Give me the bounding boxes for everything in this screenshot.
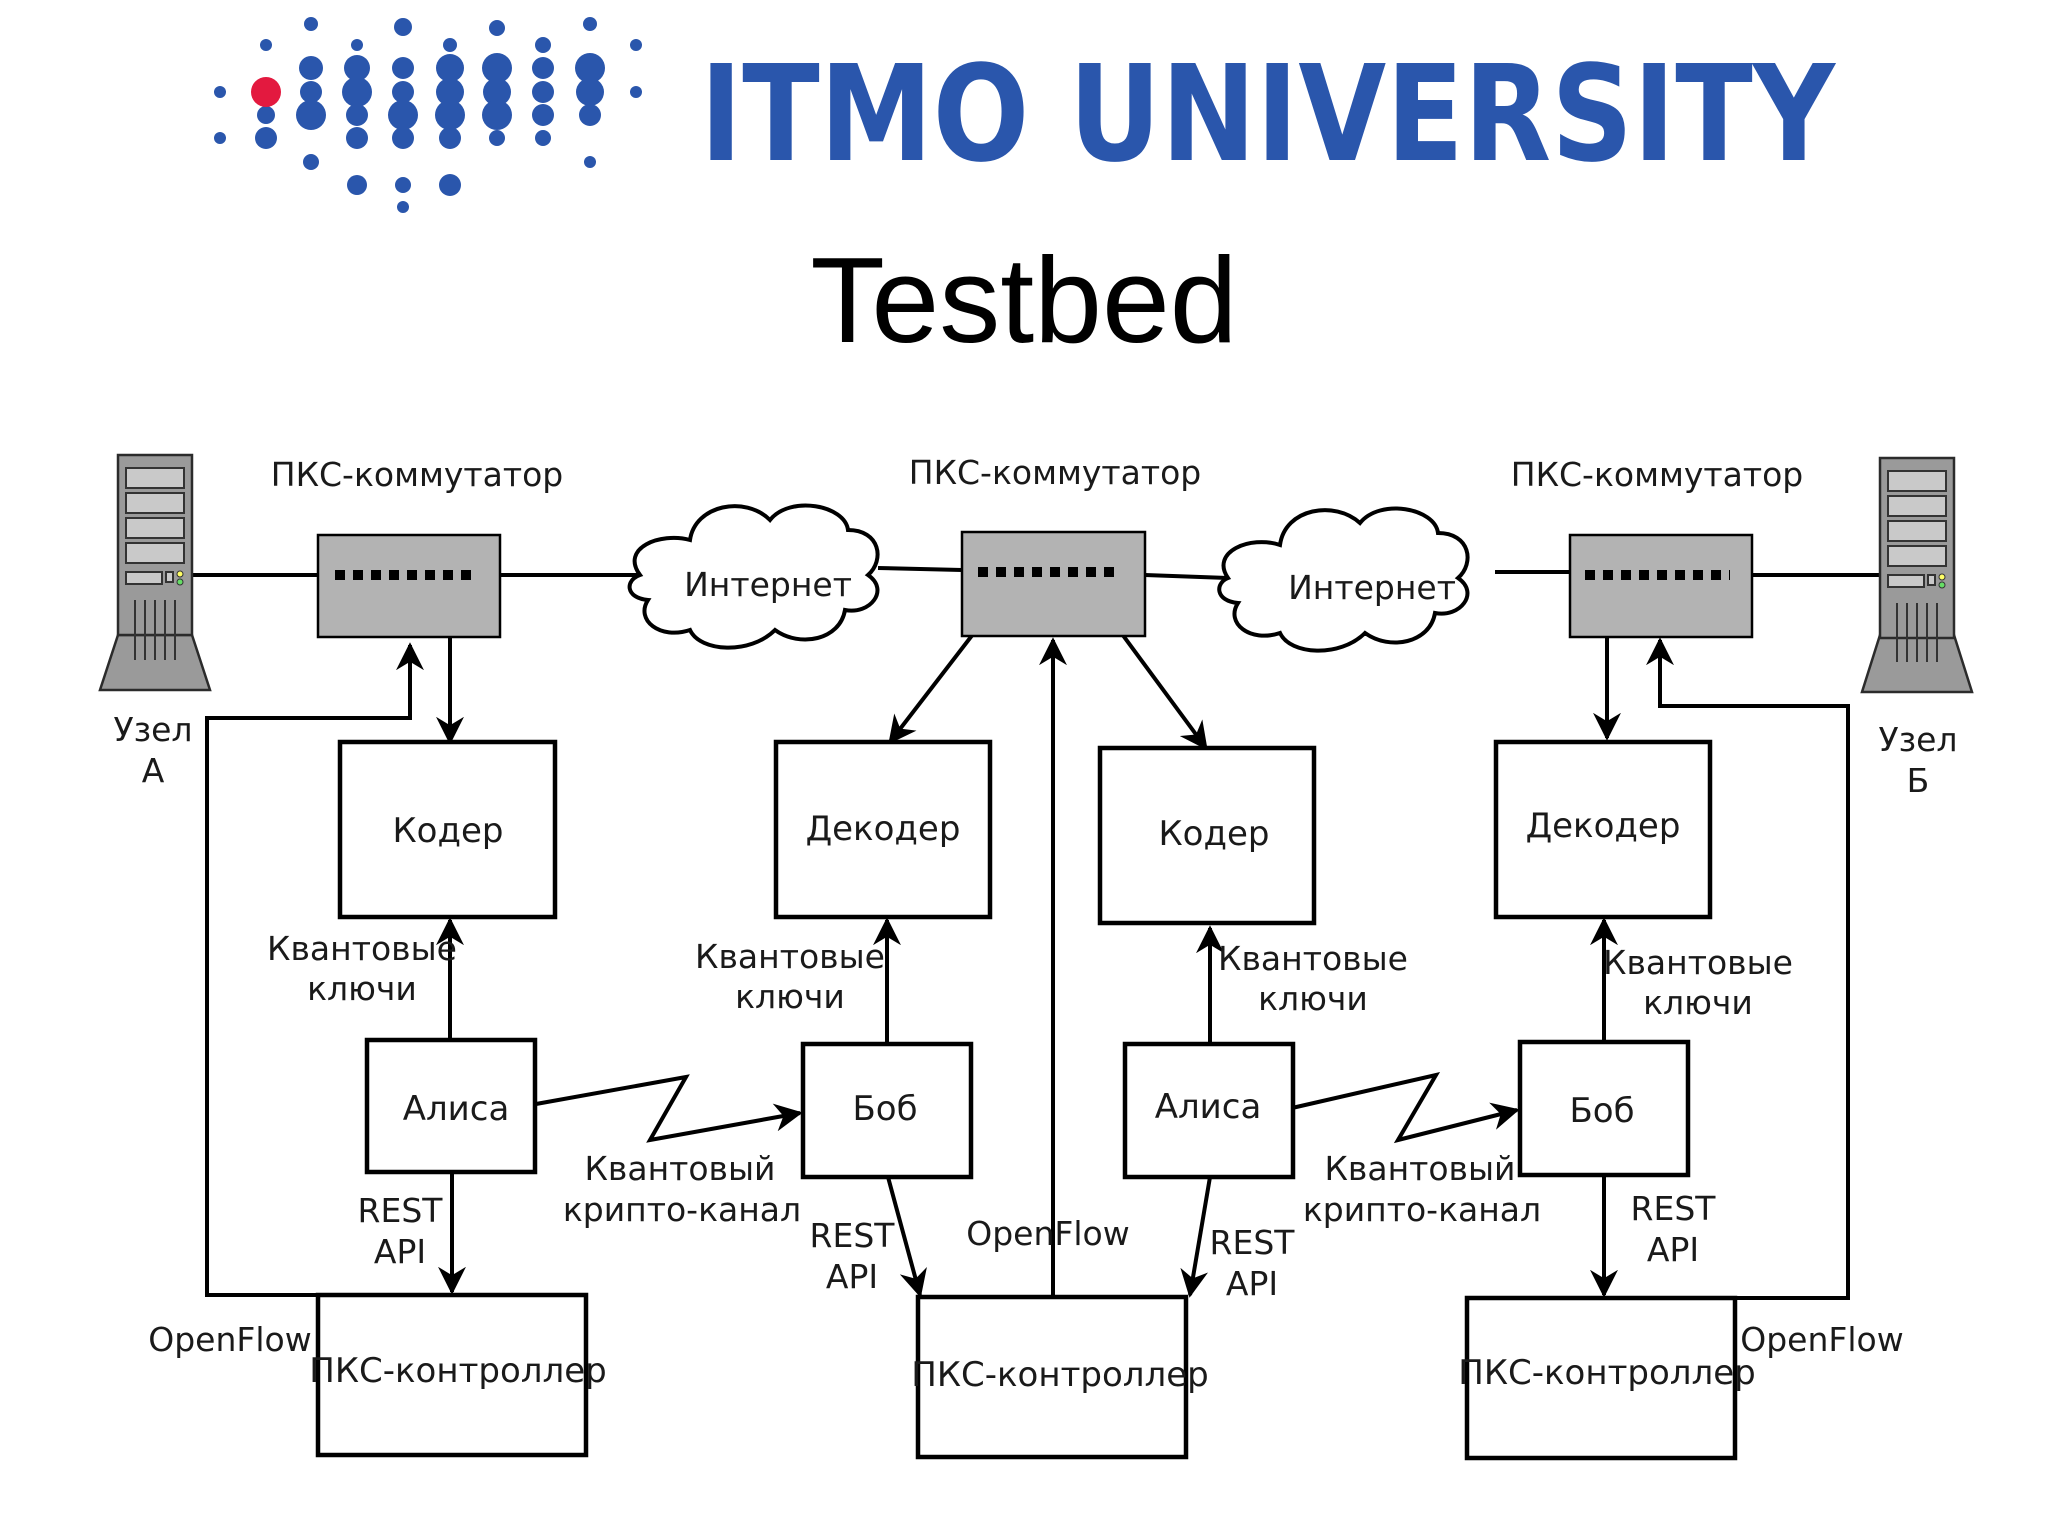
qchannel-right-line2: крипто-канал [1303,1190,1541,1229]
bob-right-box [1517,1039,1691,1178]
rest-right-line2: API [1647,1230,1699,1269]
rest-center-right-line2: API [1226,1264,1278,1303]
rest-center-left-line1: REST [810,1216,896,1255]
rest-center-right-line1: REST [1210,1223,1296,1262]
qchannel-left-line1: Квантовый [584,1149,775,1188]
rest-left-line1: REST [358,1191,444,1230]
alice-center-box [1122,1041,1296,1180]
itmo-logo: ITMO UNIVERSITY [214,17,1836,213]
bob-center-label: Боб [852,1089,917,1129]
switch-center-label: ПКС-коммутатор [909,453,1201,492]
decoder-right-box [1493,739,1713,920]
qkeys-center-left-line1: Квантовые [695,937,885,976]
coder-left-label: Кодер [393,811,504,851]
controller-left-label: ПКС-контроллер [309,1351,606,1391]
server-node-a-icon [98,453,212,692]
qkeys-left-line1: Квантовые [267,929,457,968]
openflow-left-label: OpenFlow [148,1320,311,1359]
qkeys-right-line2: ключи [1643,983,1753,1022]
quantum-channel-right [1291,1072,1520,1144]
cloud-left-label: Интернет [684,565,852,604]
controller-center-box [915,1294,1189,1460]
link-switch-center-cloud-right [1144,573,1229,580]
openflow-center-label: OpenFlow [966,1214,1129,1253]
switch-left-label: ПКС-коммутатор [271,455,563,494]
node-b-label-line1: Узел [1878,720,1957,759]
controller-center-label: ПКС-контроллер [911,1355,1208,1395]
coder-left-box [337,739,558,920]
qkeys-center-right-line1: Квантовые [1218,939,1408,978]
decoder-right-label: Декодер [1526,806,1681,846]
controller-right-box [1464,1295,1738,1461]
openflow-left-path [205,642,424,1297]
qchannel-right-line1: Квантовый [1324,1149,1515,1188]
rest-right-line1: REST [1631,1189,1717,1228]
qkeys-right-line1: Квантовые [1603,943,1793,982]
link-cloud-left-switch-center [877,566,963,572]
switch-right-label: ПКС-коммутатор [1511,455,1803,494]
bob-center-box [800,1041,974,1180]
arrow-rest-bob-center [886,1176,927,1298]
decoder-center-box [773,739,993,920]
coder-center-label: Кодер [1159,814,1270,854]
cloud-internet-right-icon [1217,506,1470,653]
qkeys-center-right-line2: ключи [1258,979,1368,1018]
server-node-b-icon [1860,456,1974,694]
node-b-label-line2: Б [1907,761,1930,800]
rest-center-left-line2: API [826,1257,878,1296]
coder-center-box [1097,745,1317,926]
openflow-right-label: OpenFlow [1740,1320,1903,1359]
switch-right [1568,533,1754,639]
bob-right-label: Боб [1569,1091,1634,1131]
alice-left-box [364,1037,538,1175]
controller-right-label: ПКС-контроллер [1458,1353,1755,1393]
decoder-center-label: Декодер [806,809,961,849]
rest-left-line2: API [374,1232,426,1271]
qkeys-center-left-line2: ключи [735,977,845,1016]
node-a-label-line1: Узел [113,710,192,749]
switch-left [316,533,502,639]
openflow-right-path [1646,637,1850,1300]
brand-name: ITMO UNIVERSITY [700,38,1836,192]
qkeys-left-line2: ключи [307,969,417,1008]
quantum-channel-left [535,1074,803,1143]
switch-center [960,530,1147,638]
arrow-rest-alice-center [1180,1176,1212,1298]
cloud-right-label: Интернет [1288,568,1456,607]
qchannel-left-line2: крипто-канал [563,1190,801,1229]
logo-red-dot-icon [251,77,281,107]
page-title: Testbed [810,232,1237,368]
alice-left-label: Алиса [403,1089,510,1129]
cloud-internet-left-icon [627,503,880,650]
logo-dots-icon [214,17,642,213]
controller-left-box [315,1292,589,1458]
alice-center-label: Алиса [1155,1087,1262,1127]
node-a-label-line2: А [142,751,165,790]
